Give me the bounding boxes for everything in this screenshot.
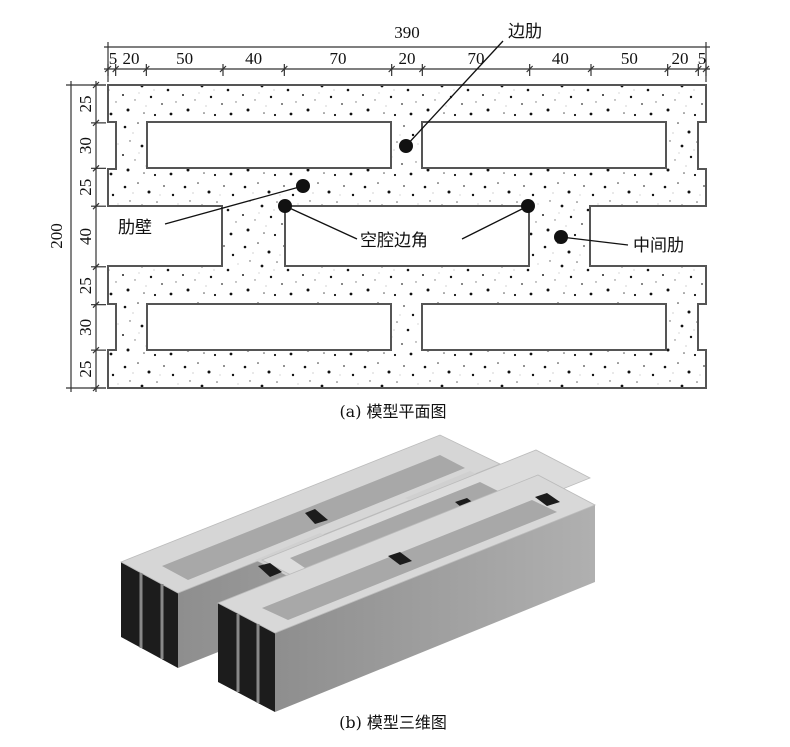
height-segment-label: 25 bbox=[76, 95, 95, 112]
edge-rib-label: 边肋 bbox=[508, 22, 542, 42]
width-segment-label: 70 bbox=[468, 49, 485, 68]
middle-dark-2 bbox=[258, 563, 282, 577]
front-strip-front bbox=[275, 505, 595, 712]
height-segment-label: 30 bbox=[76, 319, 95, 336]
width-segment-label: 5 bbox=[109, 49, 118, 68]
height-segment-label: 30 bbox=[76, 137, 95, 154]
width-segment-labels: 5 20 50 40 70 20 70 40 50 20 5 bbox=[109, 49, 707, 68]
cavity-top-right bbox=[421, 121, 667, 169]
middle-dark-1 bbox=[305, 509, 328, 524]
cavity-corner-marker-left bbox=[278, 199, 292, 213]
height-dimensions bbox=[66, 81, 106, 392]
total-width-label: 390 bbox=[394, 23, 420, 42]
width-segment-label: 5 bbox=[698, 49, 707, 68]
rib-wall-label: 肋壁 bbox=[118, 218, 152, 238]
plan-view-caption: (a) 模型平面图 bbox=[339, 402, 446, 421]
cavity-bottom-left bbox=[146, 303, 392, 351]
height-segment-labels: 25 30 25 40 25 30 25 bbox=[76, 95, 95, 377]
rib-wall-marker bbox=[296, 179, 310, 193]
middle-rib-label: 中间肋 bbox=[633, 236, 684, 256]
width-segment-label: 20 bbox=[399, 49, 416, 68]
front-dark-2 bbox=[535, 493, 560, 506]
middle-rib-marker bbox=[554, 230, 568, 244]
width-segment-label: 40 bbox=[552, 49, 569, 68]
width-segment-label: 40 bbox=[245, 49, 262, 68]
width-segment-label: 70 bbox=[330, 49, 347, 68]
front-strip-side bbox=[218, 603, 275, 712]
plan-view: 390 5 20 50 40 70 20 70 40 50 20 5 200 25 30 25 40 25 3… bbox=[47, 22, 710, 421]
width-dimensions bbox=[104, 42, 710, 82]
height-segment-label: 25 bbox=[76, 277, 95, 294]
three-d-view-caption: (b) 模型三维图 bbox=[339, 713, 447, 732]
height-segment-label: 25 bbox=[76, 179, 95, 196]
middle-strip-cavity bbox=[290, 482, 500, 570]
front-dark-1 bbox=[388, 552, 412, 565]
height-segment-label: 40 bbox=[76, 228, 95, 245]
cavity-bottom-right bbox=[421, 303, 667, 351]
height-segment-label: 25 bbox=[76, 361, 95, 378]
edge-rib-marker bbox=[399, 139, 413, 153]
width-segment-label: 50 bbox=[176, 49, 193, 68]
width-segment-label: 50 bbox=[621, 49, 638, 68]
width-segment-label: 20 bbox=[123, 49, 140, 68]
cavity-corner-label: 空腔边角 bbox=[360, 231, 428, 251]
total-height-label: 200 bbox=[47, 223, 66, 249]
back-strip-side bbox=[121, 562, 178, 668]
three-d-view: (b) 模型三维图 bbox=[120, 434, 596, 732]
cavity-middle bbox=[284, 205, 530, 267]
width-segment-label: 20 bbox=[672, 49, 689, 68]
cavity-top-left bbox=[146, 121, 392, 169]
cavity-corner-marker-right bbox=[521, 199, 535, 213]
